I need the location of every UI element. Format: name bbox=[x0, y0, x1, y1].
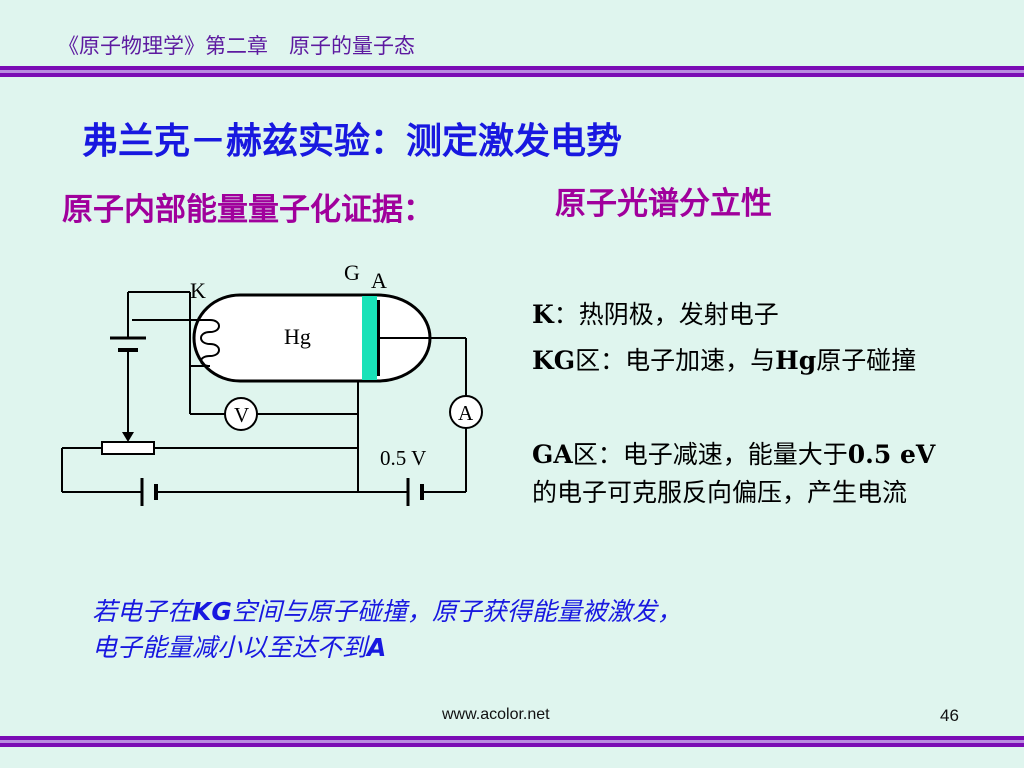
conclusion-note: 若电子在KG空间与原子碰撞，原子获得能量被激发， 电子能量减小以至达不到A bbox=[92, 594, 932, 666]
description-kg-text: 区：电子加速，与 bbox=[575, 346, 776, 375]
description-ga-text-after: 的电子可克服反向偏压，产生电流 bbox=[532, 478, 908, 507]
right-subheading: 原子光谱分立性 bbox=[555, 186, 772, 222]
label-a-grid: A bbox=[371, 268, 387, 293]
left-subheading: 原子内部能量量子化证据： bbox=[62, 192, 434, 228]
label-voltage: 0.5 V bbox=[380, 446, 426, 470]
label-ammeter: A bbox=[458, 401, 474, 425]
page-number: 46 bbox=[940, 706, 959, 725]
note-line2-term: A bbox=[367, 633, 387, 662]
term-energy: 0.5 eV bbox=[847, 440, 936, 469]
description-k: K：热阴极，发射电子 bbox=[532, 296, 952, 334]
franck-hertz-circuit-diagram: K G A Hg V A 0.5 V bbox=[61, 260, 483, 506]
cathode-filament-icon bbox=[200, 319, 220, 367]
grid-electrode bbox=[362, 296, 377, 380]
description-kg: KG区：电子加速，与Hg原子碰撞 bbox=[532, 342, 952, 380]
term-ga: GA bbox=[532, 440, 573, 469]
note-line2-a: 电子能量减小以至达不到 bbox=[92, 633, 368, 662]
header-rule bbox=[0, 66, 1024, 77]
ammeter bbox=[449, 395, 483, 429]
description-ga-text: 区：电子减速，能量大于 bbox=[572, 440, 848, 469]
rheostat bbox=[101, 441, 155, 455]
slide-title: 弗兰克－赫兹实验：测定激发电势 bbox=[82, 120, 623, 162]
note-line1-b: 空间与原子碰撞，原子获得能量被激发， bbox=[231, 597, 682, 626]
description-ga: GA区：电子减速，能量大于0.5 eV 的电子可克服反向偏压，产生电流 bbox=[532, 436, 952, 512]
description-k-text: ：热阴极，发射电子 bbox=[553, 300, 779, 329]
label-g: G bbox=[344, 260, 360, 285]
note-line1-a: 若电子在 bbox=[92, 597, 193, 626]
slide-header: 《原子物理学》第二章 原子的量子态 bbox=[58, 34, 415, 58]
description-kg-text-after: 原子碰撞 bbox=[816, 346, 917, 375]
term-k: K bbox=[532, 300, 554, 329]
term-hg: Hg bbox=[775, 346, 817, 375]
footer-rule bbox=[0, 736, 1024, 747]
label-k: K bbox=[190, 278, 206, 303]
voltmeter bbox=[224, 397, 258, 431]
note-line1-term: KG bbox=[192, 597, 232, 626]
footer-url: www.acolor.net bbox=[442, 706, 550, 723]
label-hg: Hg bbox=[284, 324, 311, 349]
label-voltmeter: V bbox=[234, 403, 249, 427]
term-kg: KG bbox=[532, 346, 576, 375]
